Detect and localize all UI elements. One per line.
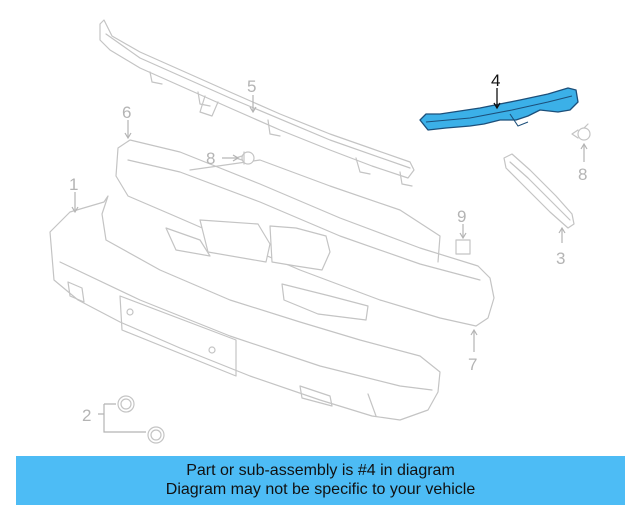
banner-line-2: Diagram may not be specific to your vehi… <box>165 481 476 498</box>
callout-2: 2 <box>82 406 91 425</box>
part-8-fastener-right <box>571 123 591 141</box>
part-4-highlighted-bracket <box>419 87 579 131</box>
callout-4: 4 <box>491 71 500 90</box>
parts-diagram: 1 2 3 4 5 6 7 8 8 9 <box>49 19 591 444</box>
part-2-caps <box>117 395 165 444</box>
banner-line-1: Part or sub-assembly is #4 in diagram <box>186 462 455 479</box>
part-5-bracket <box>99 19 415 187</box>
info-banner: Part or sub-assembly is #4 in diagram Di… <box>16 456 625 505</box>
part-3-strip <box>503 153 575 229</box>
callout-3: 3 <box>556 249 565 268</box>
callout-1: 1 <box>69 175 78 194</box>
callout-8-left: 8 <box>206 149 215 168</box>
callout-8-right: 8 <box>578 165 587 184</box>
part-9-pad <box>455 239 471 255</box>
callout-5: 5 <box>247 77 256 96</box>
part-6-absorber <box>115 139 495 327</box>
part-1-bumper-cover <box>49 195 441 421</box>
leader-lines <box>71 88 588 433</box>
callout-7: 7 <box>468 355 477 374</box>
callout-9: 9 <box>457 207 466 226</box>
callout-6: 6 <box>122 103 131 122</box>
